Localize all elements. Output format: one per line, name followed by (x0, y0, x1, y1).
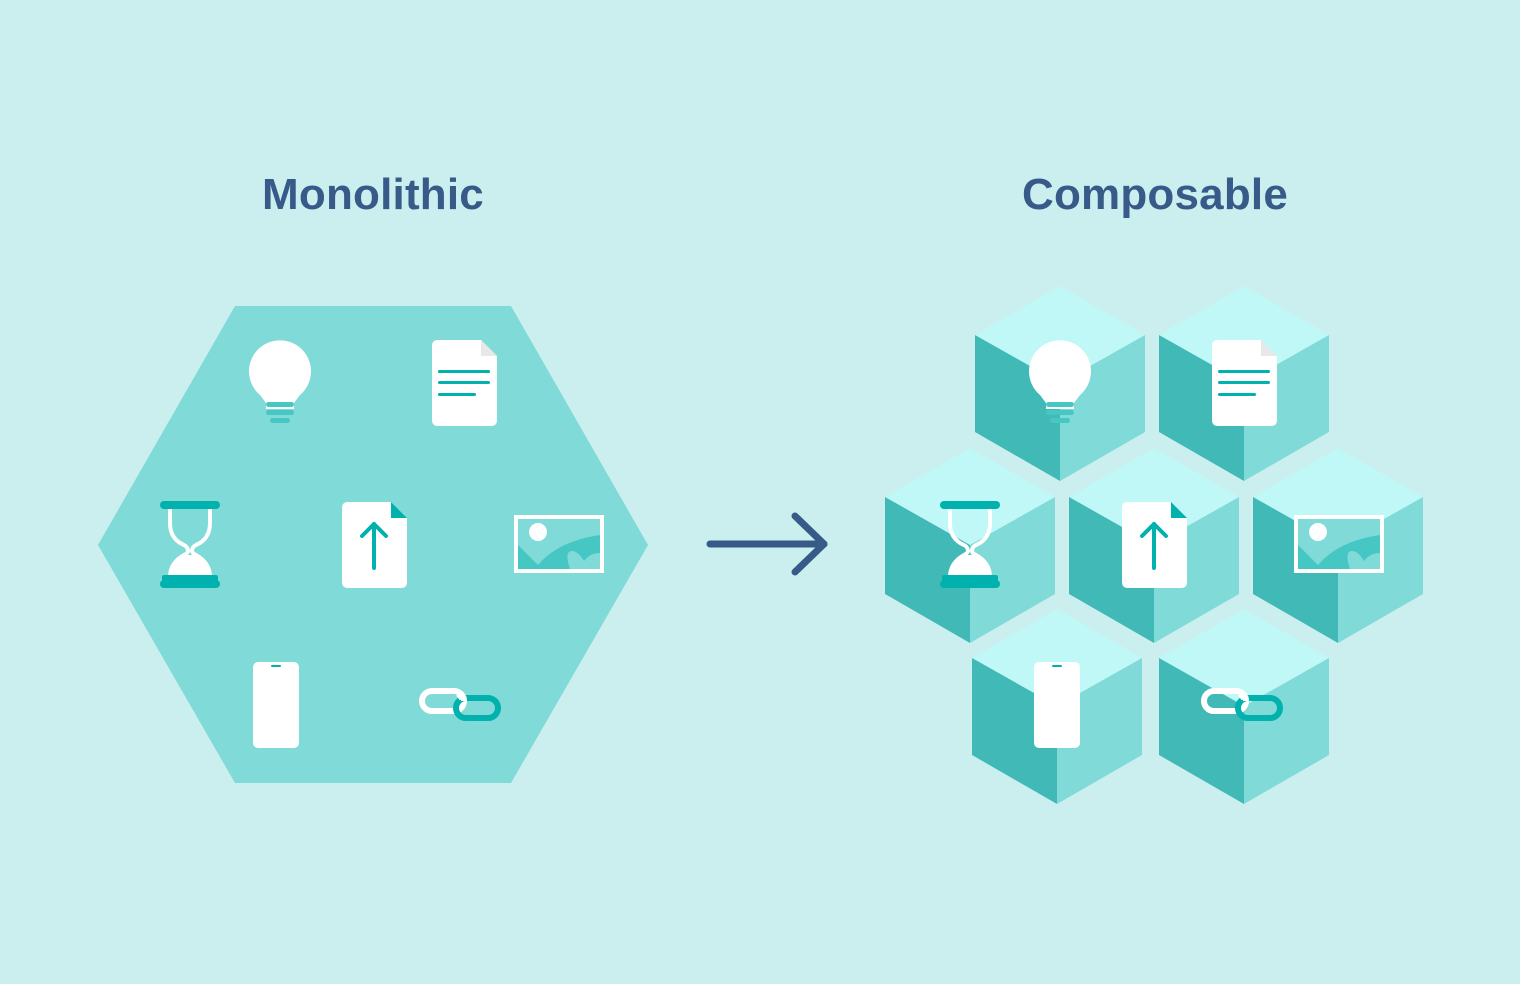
composable-title: Composable (1021, 170, 1289, 219)
file-upload-icon (340, 500, 409, 590)
smartphone-icon (1034, 662, 1080, 748)
cube-smartphone (972, 609, 1142, 804)
document-icon (1212, 340, 1277, 426)
file-upload-icon (1120, 500, 1189, 590)
cube-hourglass (885, 448, 1055, 643)
monolithic-title: Monolithic (262, 170, 484, 219)
image-icon (514, 515, 604, 573)
composable-cubes (885, 286, 1423, 804)
smartphone-icon (253, 662, 299, 748)
cube-file-upload (1069, 448, 1239, 643)
document-icon (432, 340, 497, 426)
arrow-right-icon (706, 512, 828, 576)
cube-link (1159, 609, 1329, 804)
cube-document (1159, 286, 1329, 481)
image-icon (1294, 515, 1384, 573)
cube-lightbulb (975, 286, 1145, 481)
cube-image (1253, 448, 1423, 643)
